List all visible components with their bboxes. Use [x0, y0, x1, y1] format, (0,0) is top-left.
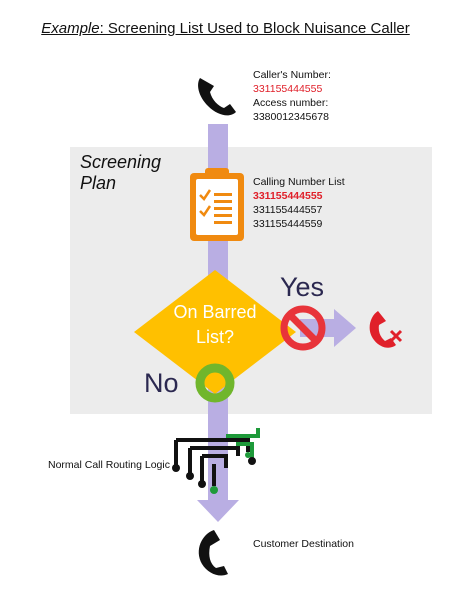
decision-line1: On Barred — [173, 302, 257, 322]
no-label: No — [144, 368, 179, 398]
decision-label: On Barred List? — [159, 300, 271, 350]
title-text: : Screening List Used to Block Nuisance … — [99, 20, 410, 37]
prohibited-icon — [280, 305, 326, 351]
calling-list-number: 331155444557 — [253, 204, 323, 216]
screening-plan-label-line1: Screening — [80, 152, 162, 172]
caller-number-label: Caller's Number: — [253, 69, 331, 81]
phone-icon — [198, 530, 228, 576]
routing-circuit-icon — [172, 428, 260, 494]
decision-line2: List? — [195, 327, 235, 347]
screening-plan-label: Screening Plan — [80, 152, 200, 194]
routing-label: Normal Call Routing Logic — [48, 459, 170, 471]
title-example: Example — [41, 20, 100, 37]
caller-info: Caller's Number: 331155444555 Access num… — [253, 68, 331, 124]
access-number: 3380012345678 — [253, 111, 329, 123]
blocked-call-icon — [369, 311, 403, 348]
flow-arrow-head — [197, 500, 239, 522]
clipboard-checklist-icon — [190, 168, 244, 241]
access-number-label: Access number: — [253, 97, 329, 109]
circle-icon — [195, 363, 235, 403]
screening-plan-label-line2: Plan — [80, 173, 117, 193]
diagram-title: Example: Screening List Used to Block Nu… — [0, 20, 451, 37]
destination-label: Customer Destination — [253, 538, 354, 550]
calling-list-title: Calling Number List — [253, 176, 345, 188]
calling-list-number: 331155444555 — [253, 190, 323, 202]
calling-list-number: 331155444559 — [253, 218, 323, 230]
calling-number-list: Calling Number List 331155444555 3311554… — [253, 175, 345, 231]
block-arrow-head — [334, 309, 356, 347]
caller-number: 331155444555 — [253, 83, 323, 95]
yes-label: Yes — [280, 272, 325, 302]
decision-diamond — [134, 270, 296, 394]
screening-plan-box — [70, 147, 432, 414]
phone-icon — [198, 78, 236, 116]
